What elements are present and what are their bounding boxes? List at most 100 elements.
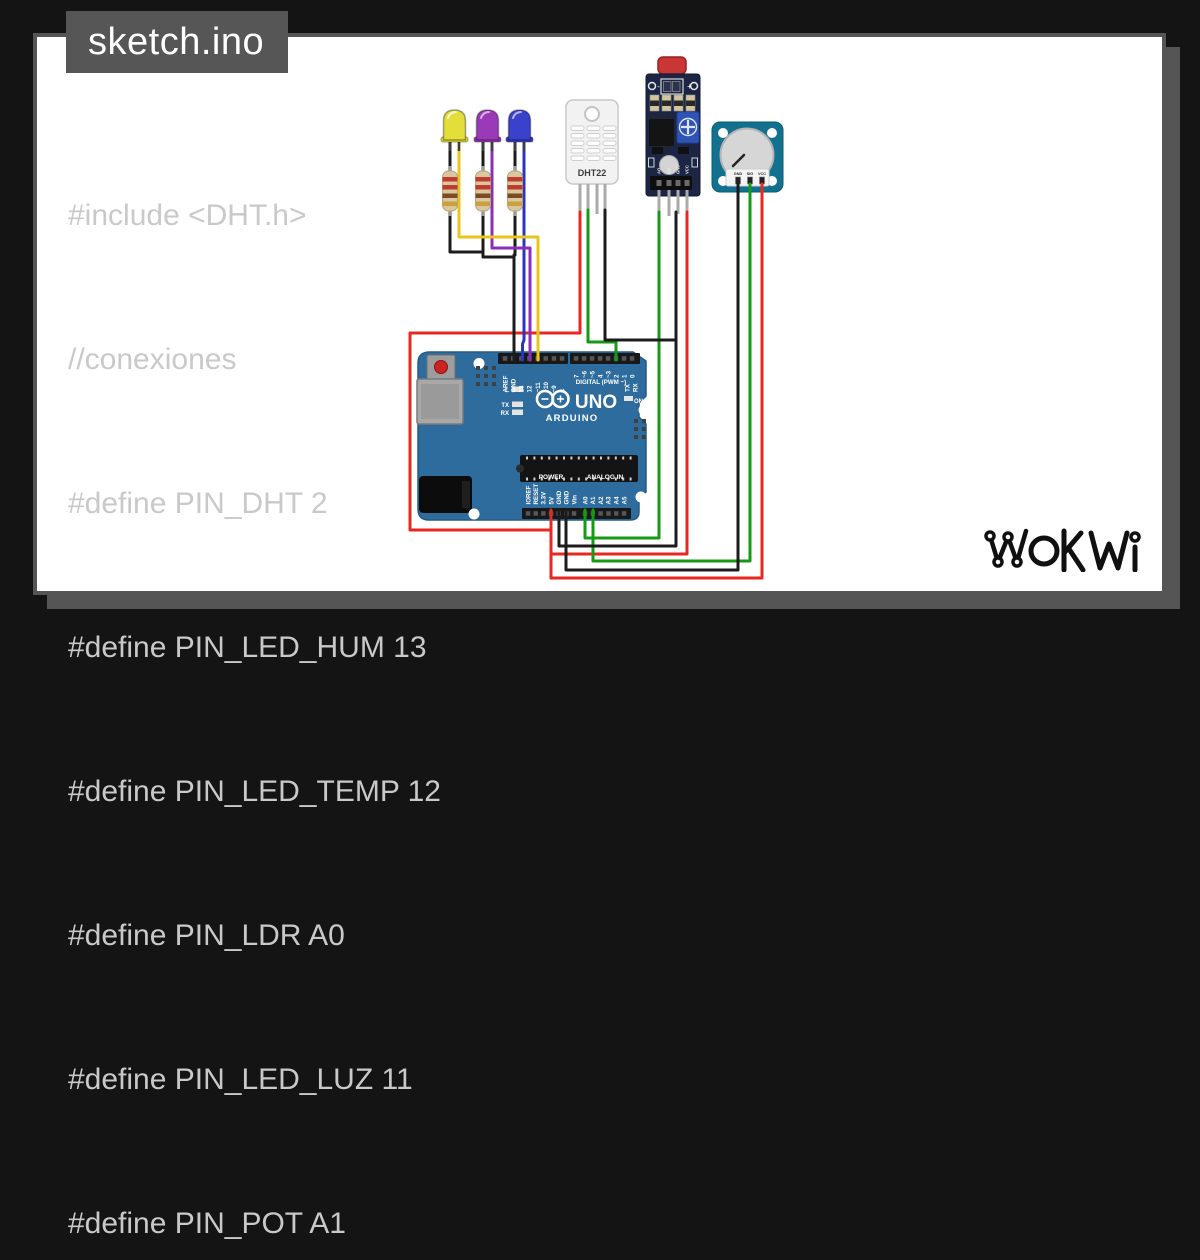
pin-label: 13 bbox=[519, 385, 526, 392]
pin-label: GND bbox=[556, 490, 563, 504]
pin-label: 4 bbox=[597, 374, 604, 378]
ldr-silkscreen-mark bbox=[648, 157, 655, 168]
digital-label: DIGITAL (PWM ~) bbox=[576, 379, 626, 386]
ldr-comparator-ic bbox=[649, 114, 674, 151]
led-purple[interactable] bbox=[473, 109, 502, 151]
pin-label: A1 bbox=[590, 496, 597, 504]
ldr-pin-stubs bbox=[657, 190, 689, 216]
ldr-pin-label: AO bbox=[657, 167, 662, 174]
mounting-hole bbox=[635, 491, 647, 503]
dht22-sensor[interactable]: DHT22 bbox=[565, 99, 619, 214]
code-line: //conexiones bbox=[68, 343, 237, 376]
arduino-logo-icon bbox=[535, 389, 570, 409]
code-line: #define PIN_LED_LUZ 11 bbox=[68, 1063, 413, 1096]
wire-pot-sig-a1[interactable] bbox=[591, 182, 752, 563]
led-l bbox=[512, 386, 523, 392]
led-rx-label: RX bbox=[501, 411, 509, 417]
wire-ldr-gnd[interactable] bbox=[557, 210, 678, 548]
ldr-smd-resistor bbox=[678, 147, 689, 154]
pin-label: 12 bbox=[527, 385, 534, 392]
wire-dht-data-pin2[interactable] bbox=[586, 208, 618, 362]
usb-connector bbox=[416, 378, 464, 425]
pin-label: A5 bbox=[621, 496, 628, 504]
led-yellow[interactable] bbox=[440, 109, 469, 151]
pin-label: A4 bbox=[614, 496, 621, 504]
code-line: #include <DHT.h> bbox=[68, 199, 307, 232]
ldr-cap bbox=[659, 155, 679, 175]
ldr-minus-label: - bbox=[657, 82, 660, 91]
pin-label: 7 bbox=[573, 374, 580, 378]
pot-pin-labels: GND SIG VCC bbox=[734, 172, 766, 176]
circuit-diagram: L TX RX UNO ARDUINO ON DIGITAL (PWM ~) P… bbox=[408, 56, 784, 580]
arduino-uno[interactable]: L TX RX UNO ARDUINO ON DIGITAL (PWM ~) P… bbox=[416, 351, 650, 521]
pin-label: 5V bbox=[548, 496, 555, 504]
pin-label: A2 bbox=[598, 496, 605, 504]
pin-label: 1 bbox=[621, 374, 628, 378]
pot-hole bbox=[718, 128, 728, 138]
pin-label: RESET bbox=[533, 484, 540, 505]
file-tab[interactable]: sketch.ino bbox=[66, 11, 288, 73]
pin-label: A3 bbox=[606, 496, 613, 504]
led-tx-label: TX bbox=[501, 403, 509, 409]
pot-hole bbox=[767, 128, 777, 138]
ldr-sensor-module[interactable]: - + bbox=[645, 56, 701, 216]
wire-pot-vcc[interactable] bbox=[549, 182, 764, 580]
pot-pin-label: GND bbox=[734, 172, 743, 176]
wire-ldr-ao-a0[interactable] bbox=[583, 210, 661, 540]
ldr-pad bbox=[663, 81, 672, 92]
analog-label: ANALOG IN bbox=[587, 474, 624, 481]
digital-header-left[interactable] bbox=[498, 353, 568, 364]
led-tx bbox=[512, 401, 523, 407]
pin-label: GND bbox=[510, 378, 517, 392]
led-highlight bbox=[512, 111, 522, 119]
wokwi-logo: WOKWI bbox=[975, 524, 1153, 573]
pin-label: AREF bbox=[502, 375, 509, 392]
atmega-chip bbox=[516, 455, 638, 482]
dht22-label: DHT22 bbox=[578, 168, 607, 178]
code-line: #define PIN_LDR A0 bbox=[68, 919, 345, 952]
pin-label: 8 bbox=[559, 389, 566, 393]
pin-label: ~9 bbox=[551, 385, 558, 393]
wire-dht-gnd[interactable] bbox=[603, 208, 678, 342]
power-label: POWER bbox=[539, 474, 564, 481]
wire-ldr-vcc[interactable] bbox=[549, 210, 689, 556]
wire-pot-gnd[interactable] bbox=[564, 182, 740, 572]
ldr-hole bbox=[689, 81, 699, 91]
wire-led-pin12[interactable] bbox=[490, 141, 532, 362]
pot-pin-label: SIG bbox=[747, 172, 754, 176]
potentiometer-module[interactable]: GND SIG VCC bbox=[711, 121, 784, 193]
arduino-brand-label: ARDUINO bbox=[546, 413, 599, 424]
resistor[interactable] bbox=[475, 166, 491, 216]
code-line: #define PIN_POT A1 bbox=[68, 1207, 346, 1240]
reset-button[interactable] bbox=[426, 354, 456, 381]
ldr-pin-label: GND bbox=[676, 165, 681, 174]
pin-label: 2 bbox=[613, 374, 620, 378]
led-on bbox=[624, 396, 633, 401]
ldr-photoresistor bbox=[657, 56, 687, 75]
pin-label: A0 bbox=[582, 496, 589, 504]
led-dome bbox=[507, 109, 532, 141]
ldr-header-pins bbox=[656, 180, 690, 186]
file-tab-label: sketch.ino bbox=[88, 20, 265, 63]
ldr-silkscreen-mark bbox=[691, 157, 698, 168]
resistor[interactable] bbox=[507, 166, 523, 216]
digital-header-right[interactable] bbox=[570, 353, 640, 364]
code-line: #define PIN_DHT 2 bbox=[68, 487, 328, 520]
led-dome bbox=[475, 109, 500, 141]
pot-pin-label: VCC bbox=[758, 172, 766, 176]
pin-label: ~10 bbox=[543, 381, 550, 392]
led-blue[interactable] bbox=[505, 109, 534, 151]
wire-led-pin11[interactable] bbox=[457, 141, 540, 362]
resistor[interactable] bbox=[442, 166, 458, 216]
ldr-smd-resistor bbox=[652, 147, 663, 154]
ldr-pad bbox=[672, 81, 681, 92]
code-line: #define PIN_LED_TEMP 12 bbox=[68, 775, 441, 808]
wire-led-pin13[interactable] bbox=[521, 141, 526, 362]
pin-label: ~3 bbox=[605, 370, 612, 378]
dht22-vents bbox=[570, 125, 617, 161]
wire-dht-vcc[interactable] bbox=[408, 210, 582, 532]
led-dome bbox=[442, 109, 467, 141]
pin-label: ~5 bbox=[589, 370, 596, 378]
